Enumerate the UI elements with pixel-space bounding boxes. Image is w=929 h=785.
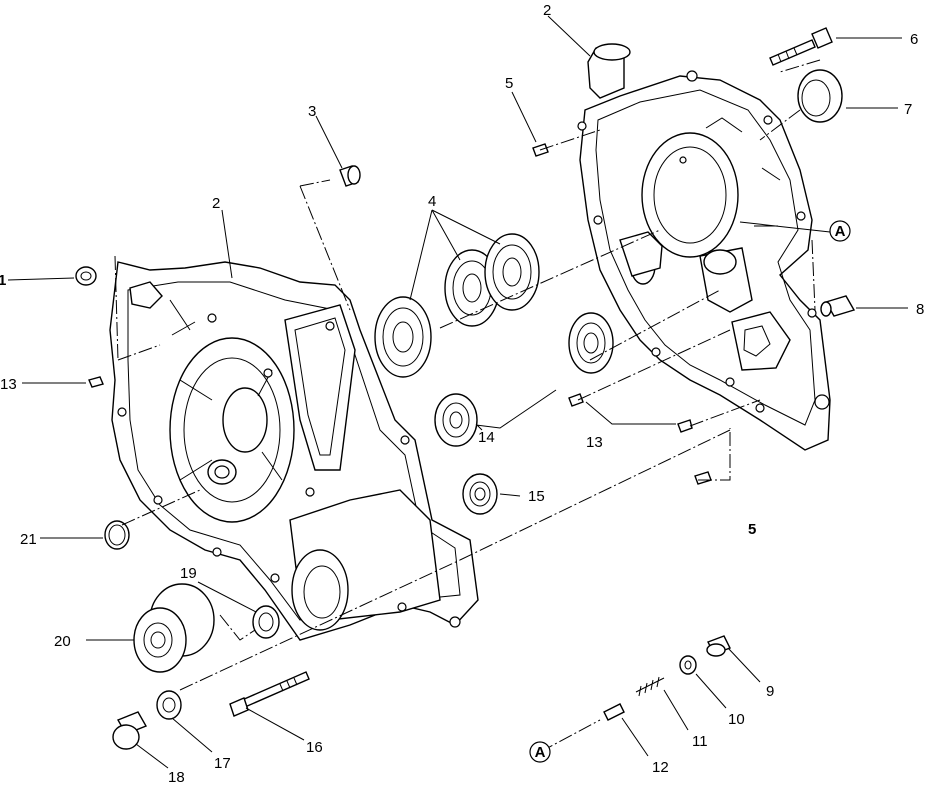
bolt-16 xyxy=(229,671,310,717)
callout-2-left: 2 xyxy=(212,195,220,212)
reference-marker-a-bottom-label: A xyxy=(535,744,546,761)
seal-19 xyxy=(252,605,280,639)
callout-5-bottom: 5 xyxy=(748,521,756,538)
callout-16: 16 xyxy=(306,739,323,756)
callout-4: 4 xyxy=(428,193,436,210)
callout-13-left: 13 xyxy=(0,376,17,393)
callout-15: 15 xyxy=(528,488,545,505)
callout-11: 11 xyxy=(692,733,708,750)
oil-seal-7 xyxy=(797,69,843,123)
plunger-12 xyxy=(603,703,625,721)
plug-bolt-9 xyxy=(706,635,731,657)
callout-5-top: 5 xyxy=(505,75,513,92)
bearing-4-left xyxy=(374,296,432,378)
callout-1: 1 xyxy=(0,272,6,289)
callout-2-top: 2 xyxy=(543,2,551,19)
bolt-6 xyxy=(769,27,833,66)
fitting-8 xyxy=(820,295,856,317)
pulley-20 xyxy=(133,583,215,673)
assembly-axis-lines xyxy=(114,59,821,753)
callout-9: 9 xyxy=(766,683,774,700)
pin-13-right-b xyxy=(677,419,693,433)
callout-14: 14 xyxy=(478,429,495,446)
dowel-3 xyxy=(339,165,361,187)
reference-marker-a-bottom: A xyxy=(529,741,551,763)
callout-10: 10 xyxy=(728,711,745,728)
callout-20: 20 xyxy=(54,633,71,650)
callout-18: 18 xyxy=(168,769,185,785)
callout-21: 21 xyxy=(20,531,37,548)
washer-17 xyxy=(156,690,182,720)
o-ring-21 xyxy=(104,520,130,550)
bearing-14-lower xyxy=(434,393,478,447)
leader-lines xyxy=(7,15,908,769)
reference-marker-a-top-label: A xyxy=(835,223,846,240)
bearing-14-upper xyxy=(568,312,614,374)
right-crankcase-half xyxy=(577,43,831,451)
reference-marker-a-top: A xyxy=(829,220,851,242)
callout-6: 6 xyxy=(910,31,918,48)
callout-12: 12 xyxy=(652,759,669,776)
bushing-1 xyxy=(75,266,97,286)
callout-7: 7 xyxy=(904,101,912,118)
spring-11 xyxy=(635,676,665,697)
left-crankcase-half xyxy=(109,261,479,641)
callout-13-right: 13 xyxy=(586,434,603,451)
bearing-4-right xyxy=(484,233,540,311)
callout-19: 19 xyxy=(180,565,197,582)
drain-plug-18 xyxy=(112,711,148,750)
dowel-pin-5-bottom xyxy=(694,471,712,485)
bearing-15 xyxy=(462,473,498,515)
pin-13-left xyxy=(88,376,104,388)
callout-8: 8 xyxy=(916,301,924,318)
callout-17: 17 xyxy=(214,755,231,772)
pin-13-right-a xyxy=(568,393,584,407)
washer-10 xyxy=(679,655,697,675)
callout-3: 3 xyxy=(308,103,316,120)
